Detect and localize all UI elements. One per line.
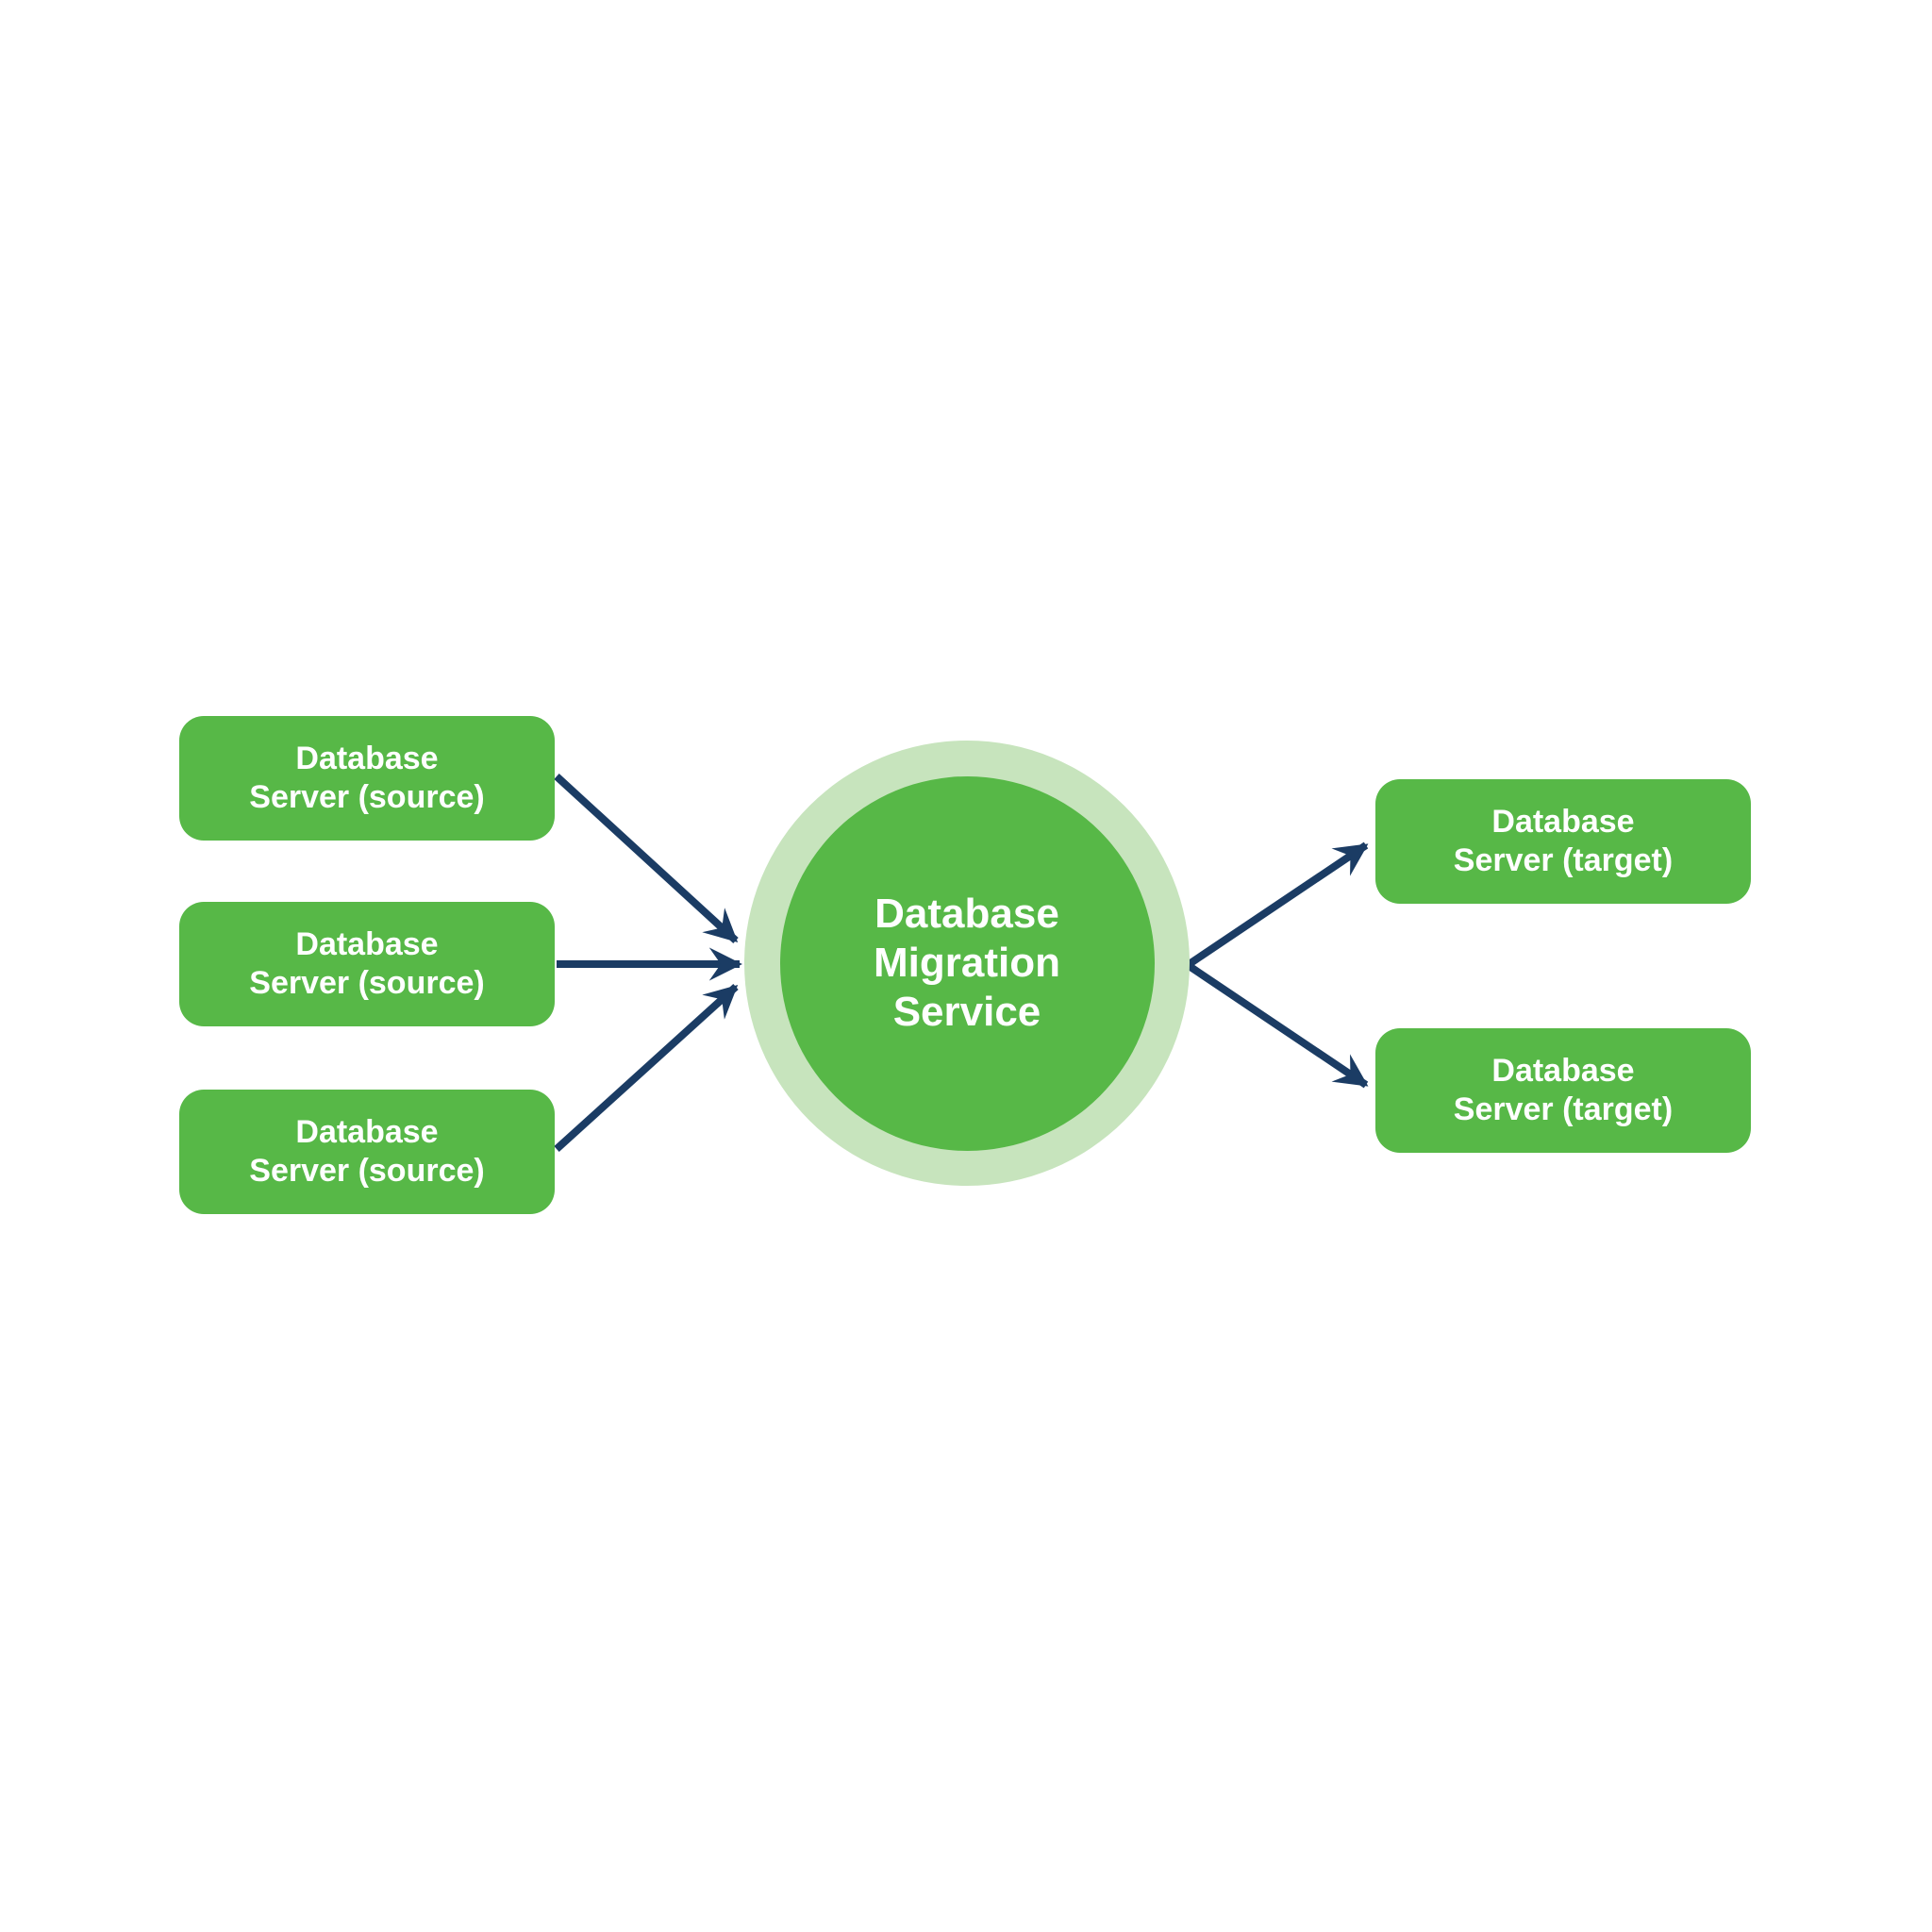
target-node-2: Database Server (target) <box>1375 1028 1751 1153</box>
target-node-1: Database Server (target) <box>1375 779 1751 904</box>
migration-service-node: Database Migration Service <box>779 775 1155 1151</box>
source-node-3: Database Server (source) <box>179 1090 555 1214</box>
source-node-1: Database Server (source) <box>179 716 555 841</box>
arrow-source3-to-service <box>554 984 739 1152</box>
migration-service-halo: Database Migration Service <box>744 741 1190 1186</box>
arrow-source1-to-service <box>554 774 739 943</box>
arrow-service-to-target1 <box>1185 841 1369 969</box>
arrow-service-to-target2 <box>1185 961 1369 1089</box>
source-node-2: Database Server (source) <box>179 902 555 1026</box>
